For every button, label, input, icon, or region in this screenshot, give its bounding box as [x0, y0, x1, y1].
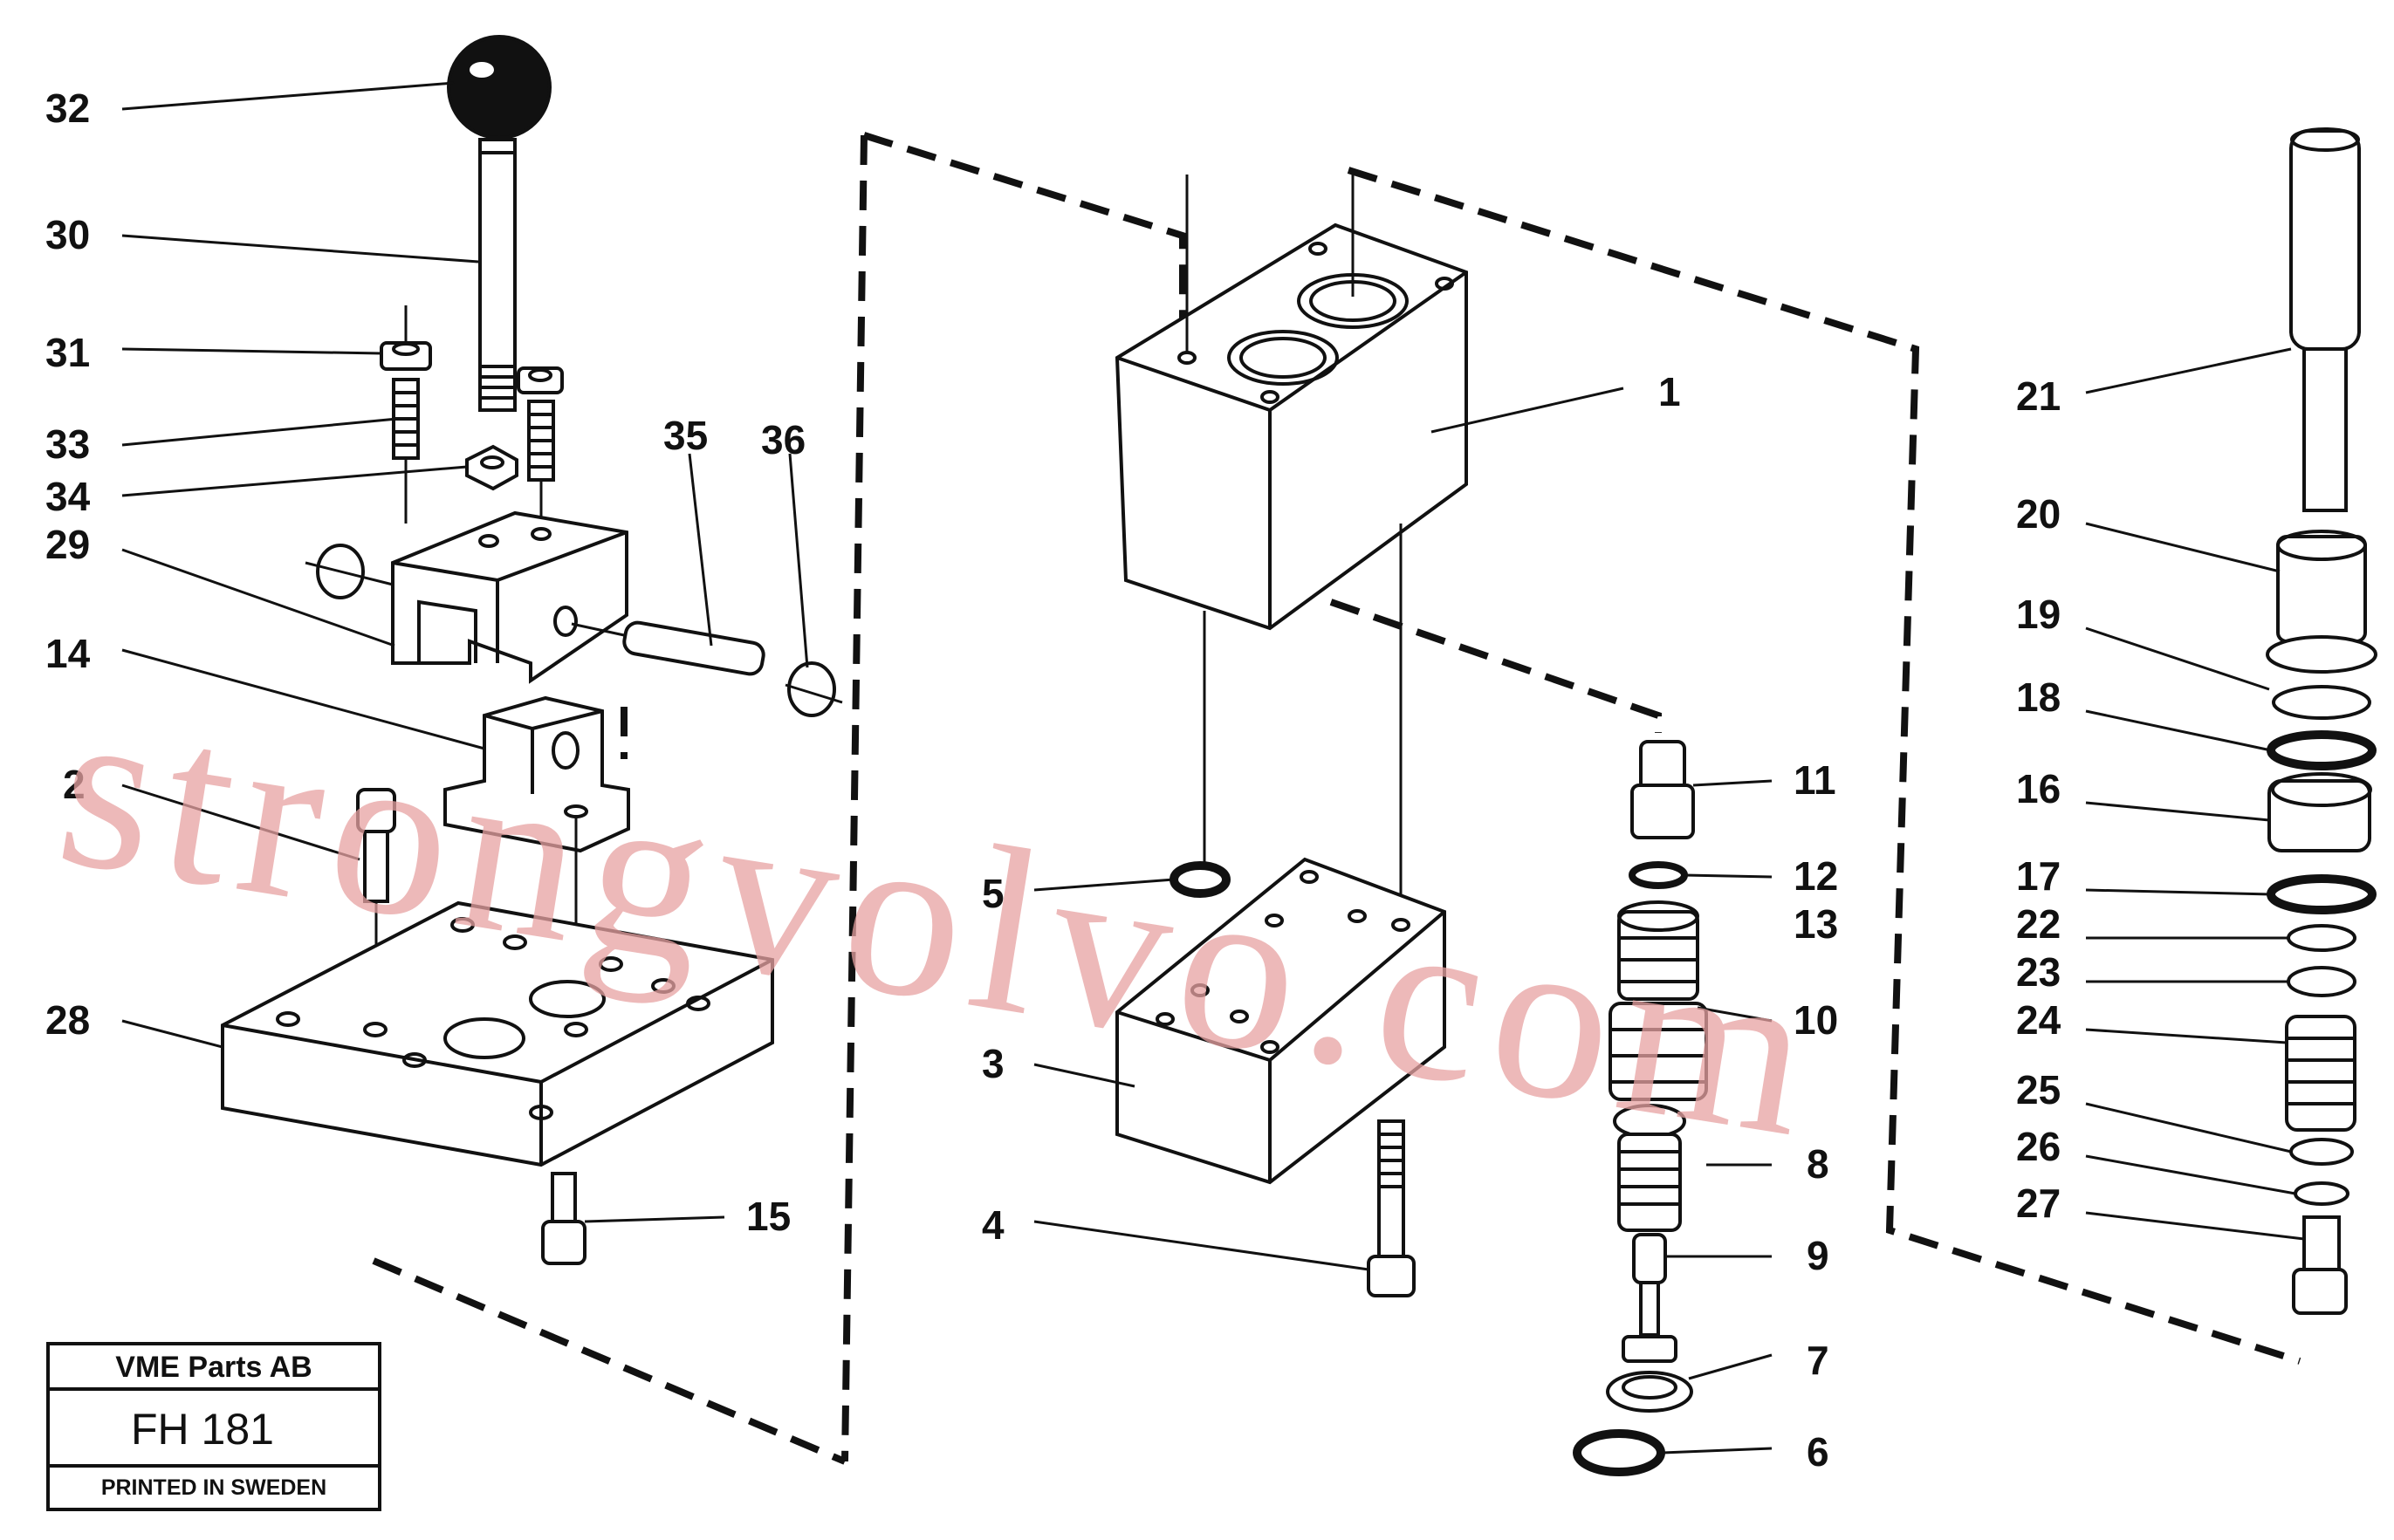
set-screw-33b: [527, 400, 555, 524]
callout-2: 2: [63, 762, 86, 807]
callout-13: 13: [1794, 901, 1838, 947]
title-block-code: FH 181: [131, 1405, 274, 1454]
callout-15: 15: [746, 1194, 791, 1239]
right-stack: [2266, 127, 2377, 1315]
callout-32: 32: [45, 86, 90, 131]
dashed-assembly-outline: [372, 132, 2301, 1465]
callout-19: 19: [2016, 592, 2061, 637]
callout-24: 24: [2016, 997, 2061, 1043]
callout-4: 4: [982, 1202, 1005, 1248]
title-block-printed: PRINTED IN SWEDEN: [101, 1475, 326, 1500]
callout-30: 30: [45, 212, 90, 257]
callout-35: 35: [663, 413, 708, 458]
callout-28: 28: [45, 997, 90, 1043]
nut-34: [465, 444, 518, 491]
nut-31b: [517, 366, 564, 394]
callout-16: 16: [2016, 766, 2061, 811]
nut-31: [380, 305, 432, 371]
callout-23: 23: [2016, 949, 2061, 995]
lever-rod-30: [478, 138, 517, 412]
callout-14: 14: [45, 631, 91, 676]
callout-3: 3: [982, 1041, 1005, 1086]
callout-21: 21: [2016, 373, 2061, 419]
callout-12: 12: [1794, 853, 1838, 899]
title-block: VME Parts AB FH 181 PRINTED IN SWEDEN: [46, 1342, 381, 1511]
callout-1: 1: [1658, 369, 1681, 414]
callout-34: 34: [45, 474, 91, 519]
leader-lines: [121, 81, 2305, 1454]
callout-26: 26: [2016, 1124, 2061, 1169]
callout-36: 36: [761, 417, 806, 462]
callout-7: 7: [1807, 1338, 1829, 1383]
lever-knob-32: [447, 35, 552, 140]
block-3: [1115, 857, 1446, 1185]
callout-33: 33: [45, 421, 90, 467]
callout-5: 5: [982, 871, 1005, 916]
callout-9: 9: [1807, 1233, 1829, 1278]
callout-22: 22: [2016, 901, 2061, 947]
bolt-15: [541, 1172, 586, 1265]
bolt-4: [1367, 1119, 1416, 1297]
clip-left-29: [305, 544, 394, 599]
callout-31: 31: [45, 330, 90, 375]
bracket-14: [443, 695, 630, 1021]
callout-11: 11: [1794, 757, 1836, 803]
callout-8: 8: [1807, 1141, 1829, 1187]
valve-body-1: [1115, 170, 1468, 916]
title-block-company: VME Parts AB: [115, 1351, 312, 1384]
bolt-2: [356, 788, 396, 1030]
callout-labels: 32 30 31 33 34 29 14 2 28 15 35 36 1 5 3…: [45, 86, 2061, 1475]
callout-6: 6: [1807, 1429, 1829, 1475]
callout-27: 27: [2016, 1181, 2061, 1226]
callout-10: 10: [1794, 997, 1838, 1043]
callout-29: 29: [45, 522, 90, 567]
set-screw-33: [392, 378, 420, 524]
pin-35: [571, 620, 765, 676]
callout-25: 25: [2016, 1067, 2061, 1112]
spool-stack: [1573, 740, 1708, 1476]
callout-17: 17: [2016, 853, 2061, 899]
plate-28: [221, 900, 774, 1167]
fork-bracket-29: [391, 510, 628, 684]
clip-36: [785, 661, 843, 717]
callout-18: 18: [2016, 674, 2061, 720]
callout-20: 20: [2016, 491, 2061, 537]
